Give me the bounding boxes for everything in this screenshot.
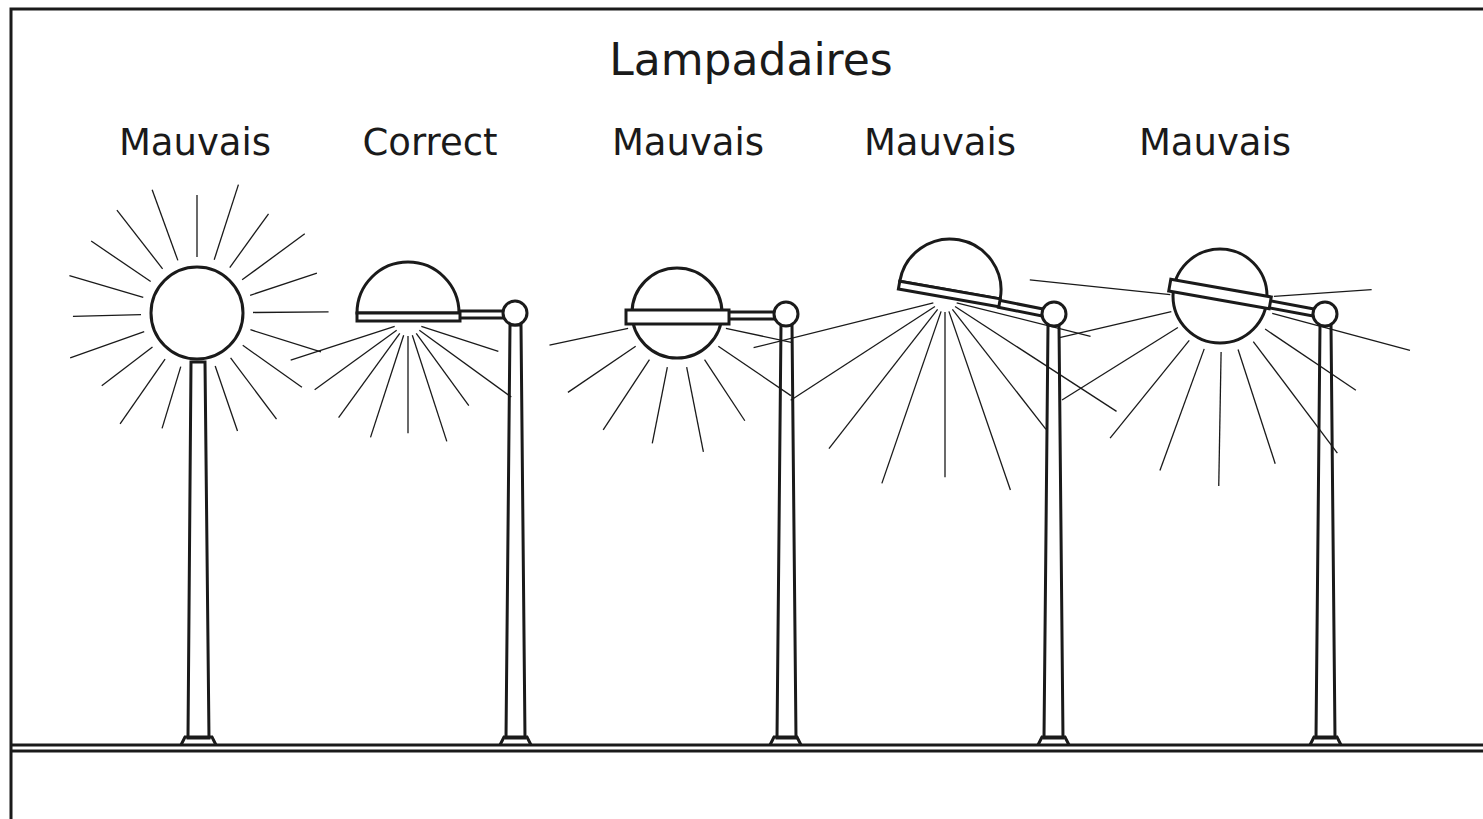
light-ray xyxy=(1265,329,1356,390)
light-ray xyxy=(407,336,408,433)
light-ray xyxy=(215,366,237,431)
light-rays xyxy=(69,185,1410,490)
lamp-rating: Correct xyxy=(362,124,497,161)
light-ray xyxy=(419,330,511,397)
light-ray xyxy=(214,185,238,260)
light-ray xyxy=(1272,313,1410,350)
light-ray xyxy=(549,328,628,345)
frame xyxy=(11,9,1483,819)
light-ray xyxy=(421,326,498,351)
light-ray xyxy=(412,335,446,441)
ground-line xyxy=(11,744,1483,747)
light-ray xyxy=(117,210,163,269)
light-ray xyxy=(339,333,400,417)
light-ray xyxy=(882,311,941,483)
lamp-rating: Mauvais xyxy=(119,124,271,161)
light-ray xyxy=(957,303,1091,336)
light-ray xyxy=(949,311,1011,490)
lamp-rating: Mauvais xyxy=(864,124,1016,161)
lamp-rating: Mauvais xyxy=(612,124,764,161)
lamp-rating: Mauvais xyxy=(1139,124,1291,161)
light-ray xyxy=(955,307,1116,412)
light-ray xyxy=(1030,280,1170,295)
light-ray xyxy=(253,311,329,313)
light-ray xyxy=(1062,328,1178,400)
ground-line xyxy=(11,750,1483,753)
light-ray xyxy=(1110,340,1189,438)
light-ray xyxy=(829,309,938,448)
light-ray xyxy=(231,358,277,419)
light-ray xyxy=(69,276,143,298)
light-ray xyxy=(718,346,791,395)
light-ray xyxy=(944,312,945,477)
light-ray xyxy=(120,359,165,424)
light-ray xyxy=(250,330,321,352)
light-ray xyxy=(1238,349,1275,463)
light-ray xyxy=(652,367,667,443)
tilted-dome-lamp xyxy=(898,231,1069,745)
light-ray xyxy=(230,214,269,268)
light-ray xyxy=(1274,290,1372,297)
light-ray xyxy=(1219,352,1221,486)
light-ray xyxy=(243,345,302,387)
light-ray xyxy=(568,346,636,392)
light-ray xyxy=(91,241,151,281)
light-ray xyxy=(152,190,178,261)
light-ray xyxy=(952,309,1046,429)
shielded-lamp xyxy=(357,262,531,745)
light-ray xyxy=(687,367,704,452)
light-ray xyxy=(73,315,141,317)
light-ray xyxy=(102,347,153,386)
light-ray xyxy=(291,326,395,360)
light-ray xyxy=(196,195,197,257)
tilted-globe-lamp xyxy=(1169,249,1341,745)
light-ray xyxy=(162,367,181,429)
globe-lamp xyxy=(151,267,243,745)
light-ray xyxy=(705,360,745,421)
light-ray xyxy=(242,234,305,280)
diagram-title: Lampadaires xyxy=(609,38,892,82)
light-ray xyxy=(1058,312,1171,338)
light-ray xyxy=(70,332,144,358)
light-ray xyxy=(250,273,317,295)
light-ray xyxy=(754,303,934,348)
light-ray xyxy=(603,360,649,430)
light-ray xyxy=(1160,349,1204,471)
half-globe-lamp xyxy=(626,268,801,745)
